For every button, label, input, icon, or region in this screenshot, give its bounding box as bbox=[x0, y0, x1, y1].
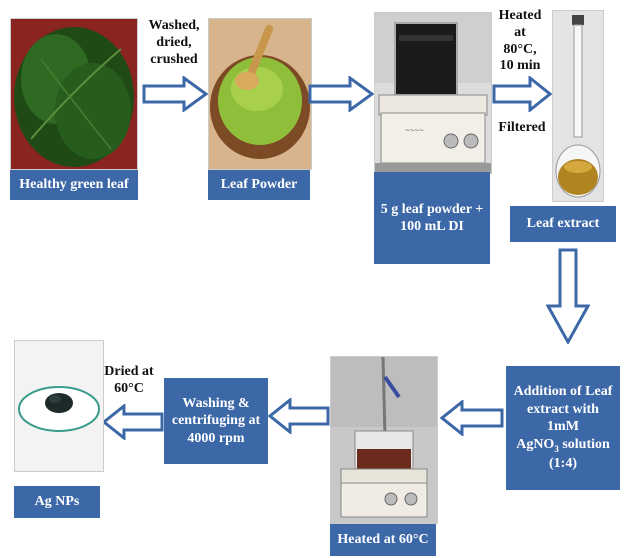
wash-dry-crush-note: Washed, dried, crushed bbox=[142, 18, 206, 68]
addition-label: Addition of Leaf extract with 1mM AgNO3 … bbox=[506, 366, 620, 490]
mix-label-line2: 100 mL DI bbox=[400, 219, 464, 234]
wash-note-line3: crushed bbox=[150, 51, 198, 67]
washing-line2: centrifuging at bbox=[171, 413, 261, 429]
arrow-right-1 bbox=[142, 76, 208, 112]
heat-note-line2: 80°C, bbox=[503, 41, 537, 57]
svg-text:~~~~: ~~~~ bbox=[405, 126, 424, 135]
filtered-note: Filtered bbox=[498, 120, 546, 135]
ag-nps-label: Ag NPs bbox=[14, 486, 100, 518]
ag-nps-petri-photo bbox=[14, 340, 104, 472]
arrow-right-2 bbox=[308, 76, 374, 112]
addition-line2: extract with 1mM bbox=[527, 401, 599, 435]
addition-line3-post: solution bbox=[558, 436, 610, 452]
heated-label: Heated at 60°C bbox=[330, 524, 436, 556]
heated-beaker-photo bbox=[330, 356, 438, 524]
arrow-left-3 bbox=[102, 404, 164, 440]
washing-label: Washing & centrifuging at 4000 rpm bbox=[164, 378, 268, 464]
dry-note-line1: Dried at bbox=[104, 364, 154, 379]
extract-label: Leaf extract bbox=[510, 206, 616, 242]
dry-note: Dried at 60°C bbox=[104, 364, 154, 398]
dry-note-line2: 60°C bbox=[114, 380, 144, 396]
arrow-right-3 bbox=[492, 76, 552, 112]
washing-line3: 4000 rpm bbox=[187, 430, 245, 446]
addition-line3-pre: AgNO bbox=[516, 436, 555, 452]
heat-note: Heated at 80°C, 10 min bbox=[492, 8, 548, 75]
leaf-label: Healthy green leaf bbox=[10, 170, 138, 200]
mix-label: 5 g leaf powder + 100 mL DI bbox=[374, 172, 490, 264]
beaker-hotplate-photo: ~~~~ bbox=[374, 12, 492, 174]
wash-note-line2: dried, bbox=[156, 34, 192, 50]
wash-note-line1: Washed, bbox=[148, 18, 200, 33]
mix-label-line1: 5 g leaf powder + bbox=[380, 201, 484, 217]
addition-line3-sub: 3 bbox=[554, 443, 559, 454]
addition-line1: Addition of Leaf bbox=[513, 384, 613, 400]
leaf-powder-photo bbox=[208, 18, 312, 170]
green-leaf-photo bbox=[10, 18, 138, 170]
heat-note-line3: 10 min bbox=[499, 58, 541, 74]
heat-note-line1: Heated at bbox=[498, 8, 542, 40]
arrow-down bbox=[546, 248, 590, 344]
leaf-extract-flask-photo bbox=[552, 10, 604, 202]
addition-line4: (1:4) bbox=[549, 456, 577, 472]
addition-line3: AgNO3 solution bbox=[516, 436, 610, 455]
arrow-left-2 bbox=[268, 398, 330, 434]
arrow-left-1 bbox=[440, 400, 504, 436]
washing-line1: Washing & bbox=[182, 395, 250, 411]
powder-label: Leaf Powder bbox=[208, 170, 310, 200]
